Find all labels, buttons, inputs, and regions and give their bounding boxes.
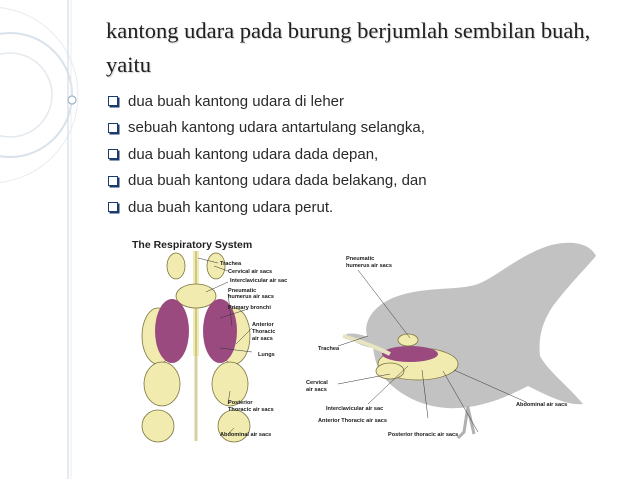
decorative-rings [0,0,79,479]
list-item: dua buah kantong udara dada belakang, da… [108,168,427,195]
square-bullet-icon [108,149,118,160]
label-anterior-thoracic-right: Anterior Thoracic air sacs [318,418,387,424]
label-interclavicular-air-sac: Interclavicular air sac [230,278,287,284]
leader-lines [197,257,527,435]
label-primary-bronchi: Primary bronchi [228,305,271,311]
label-cervical-air-sacs: Cervical air sacs [228,269,272,275]
bullet-text: dua buah kantong udara perut. [128,198,334,216]
label-posterior-thoracic-right: Posterior thoracic air sacs [388,432,458,438]
bullet-text: dua buah kantong udara dada belakang, da… [128,172,427,190]
square-bullet-icon [108,96,118,107]
list-item: dua buah kantong udara dada depan, [108,141,427,168]
list-item: sebuah kantong udara antartulang selangk… [108,115,427,142]
label-posterior: Posterior [228,400,253,406]
label-pneumatic-right: Pneumatic [346,256,374,262]
label-lungs: Lungs [258,352,275,358]
square-bullet-icon [108,175,118,186]
bullet-text: dua buah kantong udara dada depan, [128,145,379,163]
label-air-sacs: air sacs [252,336,273,342]
list-item: dua buah kantong udara di leher [108,88,427,115]
bullet-text: sebuah kantong udara antartulang selangk… [128,119,425,137]
label-interclavicular-right: Interclavicular air sac [326,406,383,412]
dissected-diagram [141,251,251,443]
label-abdominal-right: Abdominal air sacs [516,402,567,408]
label-trachea-right: Trachea [318,346,340,352]
label-anterior: Anterior [252,322,275,328]
respiratory-system-figure: The Respiratory System Trachea Cervical … [128,236,602,446]
bullet-list: dua buah kantong udara di leher sebuah k… [108,88,427,221]
label-cervical-air-sacs-right: air sacs [306,387,327,393]
label-cervical-right: Cervical [306,380,328,386]
figure-title: The Respiratory System [132,239,252,251]
bird-air-sacs [342,333,459,381]
label-humerus-air-sacs: humerus air sacs [228,294,274,300]
bullet-text: dua buah kantong udara di leher [128,92,345,110]
slide-title: kantong udara pada burung berjumlah semb… [106,18,591,77]
label-thoracic: Thoracic [252,329,275,335]
list-item: dua buah kantong udara perut. [108,194,427,221]
label-pneumatic: Pneumatic [228,288,256,294]
label-humerus-air-sacs-right: humerus air sacs [346,263,392,269]
square-bullet-icon [108,122,118,133]
label-abdominal-air-sacs: Abdominal air sacs [220,432,271,438]
label-posterior-thoracic: Thoracic air sacs [228,407,274,413]
square-bullet-icon [108,202,118,213]
label-trachea: Trachea [220,261,242,267]
